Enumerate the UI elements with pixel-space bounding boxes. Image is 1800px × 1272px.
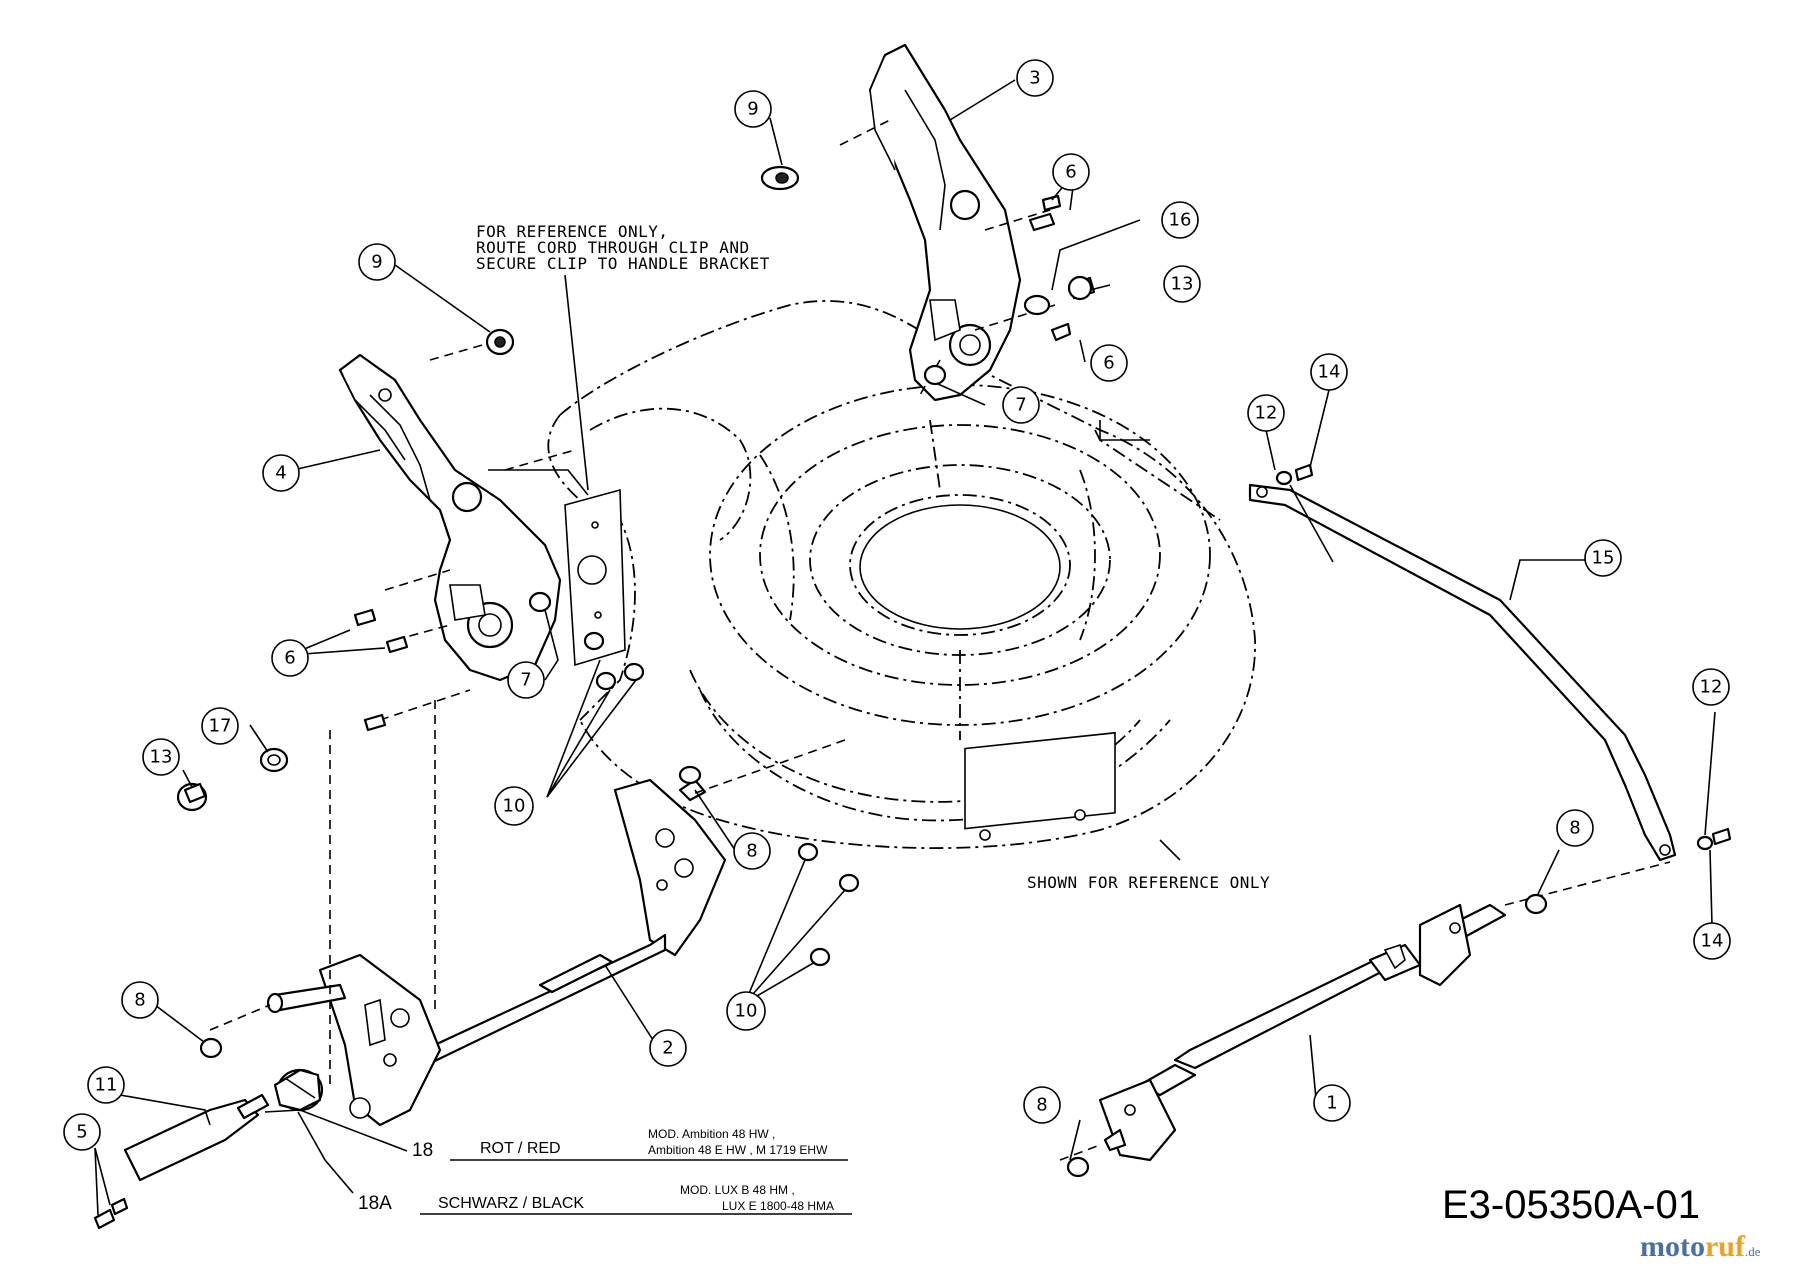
svg-text:motoruf.de: motoruf.de xyxy=(1640,1230,1761,1263)
svg-text:8: 8 xyxy=(1036,1095,1047,1116)
svg-text:4: 4 xyxy=(275,463,286,484)
svg-text:8: 8 xyxy=(134,990,145,1011)
callout-5: 5 xyxy=(63,1113,101,1151)
callout-10b: 10 xyxy=(726,991,766,1031)
callout-16: 16 xyxy=(1161,201,1199,239)
callout-6a: 6 xyxy=(1052,153,1090,191)
svg-text:9: 9 xyxy=(747,99,758,120)
callout-15: 15 xyxy=(1584,539,1622,577)
callout-8c: 8 xyxy=(1556,809,1594,847)
watermark-logo: motoruf.de xyxy=(1640,1230,1761,1263)
svg-text:1: 1 xyxy=(1326,1093,1337,1114)
callout-13a: 13 xyxy=(1163,265,1201,303)
legend: 18 ROT / RED MOD. Ambition 48 HW , Ambit… xyxy=(358,1127,852,1215)
svg-text:12: 12 xyxy=(1255,403,1278,424)
callout-9a: 9 xyxy=(734,90,772,128)
legend-18-number: 18 xyxy=(412,1140,433,1161)
svg-text:10: 10 xyxy=(503,796,526,817)
leader-lines xyxy=(94,79,1716,1216)
svg-text:7: 7 xyxy=(520,670,531,691)
callout-1: 1 xyxy=(1313,1084,1351,1122)
svg-text:11: 11 xyxy=(95,1075,118,1096)
callout-6c: 6 xyxy=(271,639,309,677)
callout-12b: 12 xyxy=(1692,668,1730,706)
callout-12a: 12 xyxy=(1247,394,1285,432)
drawing-code: E3-05350A-01 xyxy=(1442,1183,1700,1227)
svg-text:16: 16 xyxy=(1169,210,1192,231)
svg-text:14: 14 xyxy=(1701,931,1724,952)
svg-text:14: 14 xyxy=(1318,362,1341,383)
svg-text:12: 12 xyxy=(1700,677,1723,698)
front-axle-assembly xyxy=(1059,861,1671,1162)
svg-text:6: 6 xyxy=(1065,162,1076,183)
svg-text:6: 6 xyxy=(284,648,295,669)
side-plate-left xyxy=(564,488,626,667)
svg-text:17: 17 xyxy=(209,716,232,737)
rear-axle-assembly xyxy=(209,700,846,1127)
svg-text:2: 2 xyxy=(662,1038,673,1059)
callout-3: 3 xyxy=(1016,59,1054,97)
svg-text:13: 13 xyxy=(150,747,173,768)
callout-17: 17 xyxy=(201,707,239,745)
callout-2: 2 xyxy=(649,1029,687,1067)
legend-18-models-1: MOD. Ambition 48 HW , xyxy=(648,1127,775,1141)
callout-10a: 10 xyxy=(494,786,534,826)
callout-7b: 7 xyxy=(507,661,545,699)
note-cord-clip: FOR REFERENCE ONLY, ROUTE CORD THROUGH C… xyxy=(476,222,770,491)
svg-text:15: 15 xyxy=(1592,548,1615,569)
callout-14b: 14 xyxy=(1693,922,1731,960)
note-line-3: SECURE CLIP TO HANDLE BRACKET xyxy=(476,254,770,273)
svg-text:10: 10 xyxy=(735,1001,758,1022)
note-deck-reference: SHOWN FOR REFERENCE ONLY xyxy=(1027,873,1270,892)
svg-text:3: 3 xyxy=(1029,68,1040,89)
svg-text:6: 6 xyxy=(1103,353,1114,374)
callout-13b: 13 xyxy=(142,738,180,776)
legend-18a-models-1: MOD. LUX B 48 HM , xyxy=(680,1183,795,1197)
svg-text:8: 8 xyxy=(1569,818,1580,839)
svg-text:7: 7 xyxy=(1015,395,1026,416)
legend-18a-models-2: LUX E 1800-48 HMA xyxy=(722,1199,834,1213)
hardware xyxy=(93,165,1732,1230)
note-line-1: FOR REFERENCE ONLY, xyxy=(476,222,669,241)
legend-18a-color: SCHWARZ / BLACK xyxy=(438,1195,584,1212)
callout-8d: 8 xyxy=(1023,1086,1061,1124)
handle-bracket-right xyxy=(839,43,1056,402)
legend-18a-number: 18A xyxy=(358,1193,392,1214)
svg-text:9: 9 xyxy=(371,252,382,273)
svg-text:8: 8 xyxy=(746,841,757,862)
callout-8a: 8 xyxy=(733,832,771,870)
callout-8b: 8 xyxy=(121,981,159,1019)
callout-4: 4 xyxy=(262,454,300,492)
callouts: 1 2 3 4 5 6 6 6 7 7 8 8 8 8 9 9 10 10 11… xyxy=(63,59,1731,1151)
legend-18-models-2: Ambition 48 E HW , M 1719 EHW xyxy=(648,1143,828,1157)
callout-11: 11 xyxy=(87,1066,125,1104)
note-line-2: ROUTE CORD THROUGH CLIP AND xyxy=(476,238,750,257)
callout-7a: 7 xyxy=(1002,386,1040,424)
front-rod xyxy=(1248,483,1677,862)
legend-18-color: ROT / RED xyxy=(480,1140,561,1157)
mower-deck-reference xyxy=(547,300,1256,849)
callout-14a: 14 xyxy=(1310,353,1348,391)
callout-6b: 6 xyxy=(1090,344,1128,382)
svg-text:13: 13 xyxy=(1171,274,1194,295)
svg-text:5: 5 xyxy=(76,1122,87,1143)
callout-9b: 9 xyxy=(358,243,396,281)
handle-bracket-left xyxy=(338,339,576,721)
